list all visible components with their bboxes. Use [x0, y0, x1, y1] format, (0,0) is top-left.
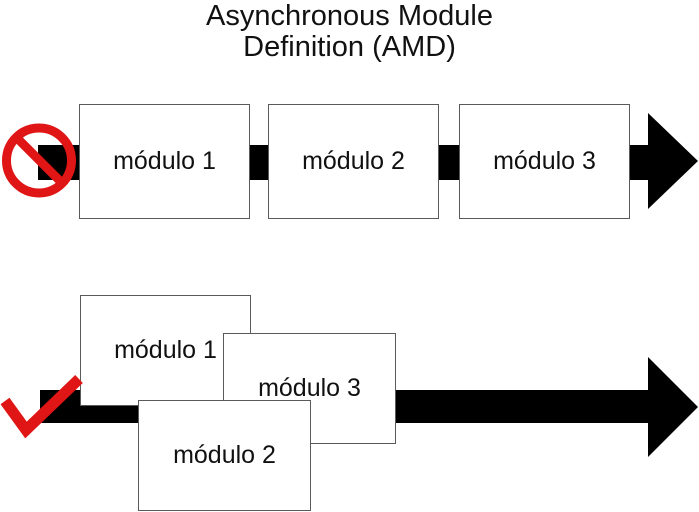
sync-module-box-1: módulo 1 — [79, 104, 250, 219]
sync-module-box-3: módulo 3 — [459, 104, 630, 219]
sync-arrow-head — [648, 113, 698, 209]
page-title: Asynchronous Module Definition (AMD) — [0, 1, 699, 63]
sync-module-label-2: módulo 2 — [302, 147, 405, 175]
sync-module-label-3: módulo 3 — [493, 147, 596, 175]
async-module-label-2: módulo 2 — [173, 441, 276, 469]
async-module-label-1: módulo 1 — [114, 336, 217, 364]
async-arrow-head — [648, 357, 698, 457]
sync-module-label-1: módulo 1 — [113, 147, 216, 175]
page-title-line2: Definition (AMD) — [243, 31, 456, 63]
page-title-line1: Asynchronous Module — [206, 0, 493, 32]
sync-module-box-2: módulo 2 — [268, 104, 439, 219]
no-entry-icon — [2, 123, 76, 198]
async-module-label-3: módulo 3 — [258, 374, 361, 402]
checkmark-icon — [0, 375, 83, 439]
async-module-box-2: módulo 2 — [138, 400, 311, 511]
